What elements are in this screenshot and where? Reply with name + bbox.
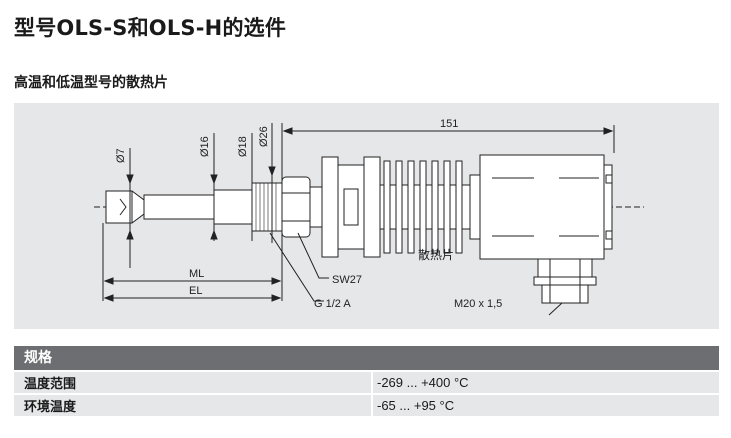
sw27-label: SW27 xyxy=(332,274,362,286)
dim-7-label: Ø7 xyxy=(115,148,127,163)
dim-18-label: Ø18 xyxy=(237,136,249,157)
thread-label: G 1/2 A xyxy=(314,298,351,310)
drawing-svg: Ø7 Ø16 Ø18 Ø26 151 ML EL SW27 G 1/2 A M2… xyxy=(94,118,644,316)
cable-gland-label: M20 x 1,5 xyxy=(454,298,502,310)
section-title: 高温和低温型号的散热片 xyxy=(14,75,168,91)
spec-table: 规格 温度范围 -269 ... +400 °C 环境温度 -65 ... +9… xyxy=(14,346,719,416)
el-label: EL xyxy=(189,285,202,297)
technical-drawing: Ø7 Ø16 Ø18 Ø26 151 ML EL SW27 G 1/2 A M2… xyxy=(14,103,719,329)
row-value: -65 ... +95 °C xyxy=(371,395,719,416)
dim-26-label: Ø26 xyxy=(258,126,270,147)
row-value: -269 ... +400 °C xyxy=(371,372,719,393)
dim-16-label: Ø16 xyxy=(199,136,211,157)
page-title: 型号OLS-S和OLS-H的选件 xyxy=(14,16,287,40)
ml-label: ML xyxy=(189,268,204,280)
table-row: 环境温度 -65 ... +95 °C xyxy=(14,393,719,416)
row-label: 温度范围 xyxy=(24,377,77,392)
heatsink-label: 散热片 xyxy=(418,247,454,262)
dim-151-label: 151 xyxy=(440,118,458,130)
table-row: 温度范围 -269 ... +400 °C xyxy=(14,370,719,393)
spec-table-header: 规格 xyxy=(14,346,719,370)
row-label: 环境温度 xyxy=(24,400,77,415)
